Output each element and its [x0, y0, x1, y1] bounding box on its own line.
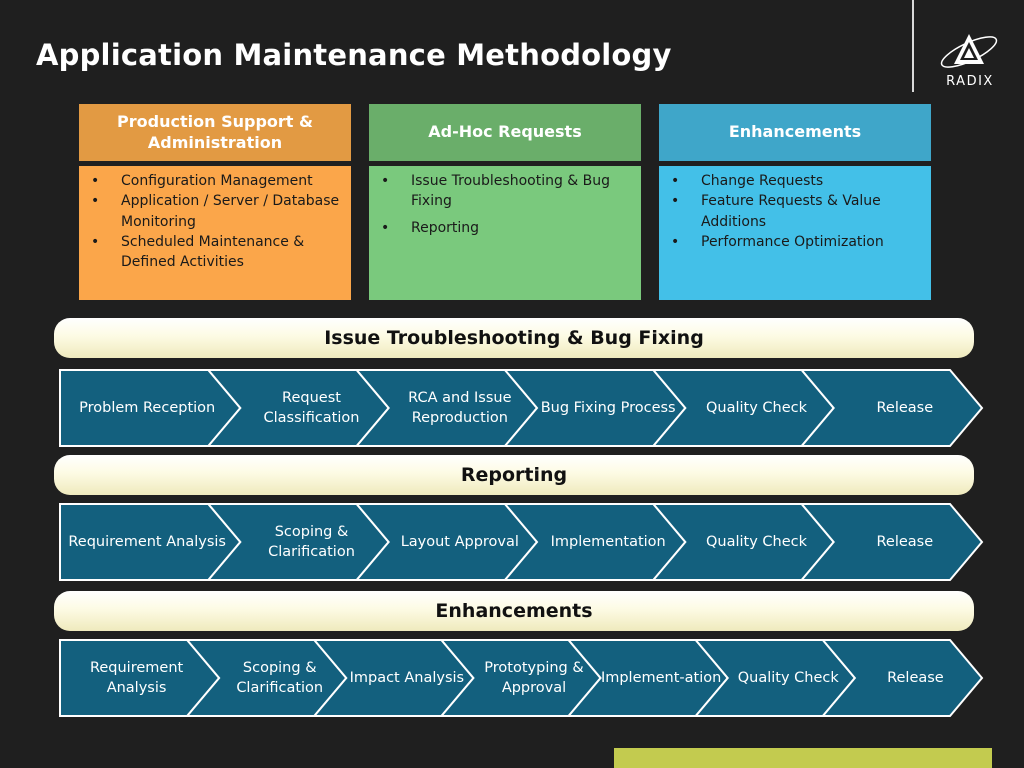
- column-heading: Enhancements: [659, 104, 931, 161]
- logo-text: RADIX: [946, 74, 994, 89]
- step-label: Implement-ation: [600, 669, 722, 686]
- step-label: Problem Reception: [79, 399, 216, 416]
- list-item: Configuration Management: [91, 171, 343, 192]
- chevron-step: [799, 503, 984, 581]
- step-label: Quality Check: [737, 669, 839, 686]
- chevron-step: [820, 639, 984, 717]
- column-heading: Ad-Hoc Requests: [369, 104, 641, 161]
- flow-bug-fixing: Problem Reception Request Classification R…: [52, 366, 992, 452]
- step-label: Implementation: [550, 533, 666, 550]
- step-label: Release: [887, 669, 944, 686]
- list-item: Performance Optimization: [671, 232, 923, 253]
- list-item: Change Requests: [671, 171, 923, 192]
- list-item: Issue Troubleshooting & Bug Fixing: [381, 171, 633, 212]
- column-heading: Production Support & Administration: [79, 104, 351, 161]
- header-divider: [912, 0, 914, 92]
- column-list: Change Requests Feature Requests & Value…: [669, 171, 923, 252]
- column-list: Configuration Management Application / S…: [89, 171, 343, 272]
- chevron-flow: [59, 639, 984, 717]
- step-label: RCA and Issue Reproduction: [408, 389, 512, 426]
- list-item: Reporting: [381, 218, 633, 239]
- step-label: Quality Check: [705, 399, 807, 416]
- flow-banner-bug-fixing: Issue Troubleshooting & Bug Fixing: [54, 318, 974, 358]
- column-body: Change Requests Feature Requests & Value…: [659, 166, 931, 300]
- step-label: Requirement Analysis: [89, 659, 184, 696]
- accent-bar: [614, 748, 992, 768]
- step-label: Scoping & Clarification: [268, 523, 355, 560]
- column-body: Configuration Management Application / S…: [79, 166, 351, 300]
- step-label: Release: [876, 399, 934, 416]
- radix-logo-icon: [940, 34, 998, 68]
- step-label: Requirement Analysis: [68, 533, 226, 550]
- step-label: Request Classification: [263, 389, 360, 426]
- chevron-step: [799, 369, 984, 447]
- column-body: Issue Troubleshooting & Bug Fixing Repor…: [369, 166, 641, 300]
- chevron-flow: [59, 503, 984, 581]
- column-list: Issue Troubleshooting & Bug Fixing Repor…: [379, 171, 633, 238]
- step-label: Impact Analysis: [349, 669, 465, 686]
- list-item: Feature Requests & Value Additions: [671, 191, 923, 232]
- column-production-support: Production Support & Administration Conf…: [79, 104, 351, 300]
- page-title: Application Maintenance Methodology: [36, 38, 672, 72]
- column-ad-hoc-requests: Ad-Hoc Requests Issue Troubleshooting & …: [369, 104, 641, 300]
- step-label: Scoping & Clarification: [236, 659, 324, 696]
- flow-enhancements: Requirement Analysis Scoping & Clarificat…: [52, 636, 992, 722]
- flow-reporting: Requirement Analysis Scoping & Clarificat…: [52, 500, 992, 586]
- chevron-flow: [59, 369, 984, 447]
- step-label: Prototyping & Approval: [484, 659, 584, 696]
- step-label: Bug Fixing Process: [540, 399, 676, 416]
- flow-banner-enhancements: Enhancements: [54, 591, 974, 631]
- step-label: Release: [876, 533, 934, 550]
- step-label: Quality Check: [705, 533, 807, 550]
- flow-banner-reporting: Reporting: [54, 455, 974, 495]
- column-enhancements: Enhancements Change Requests Feature Req…: [659, 104, 931, 300]
- list-item: Application / Server / Database Monitori…: [91, 191, 343, 232]
- list-item: Scheduled Maintenance & Defined Activiti…: [91, 232, 343, 273]
- step-label: Layout Approval: [400, 533, 519, 550]
